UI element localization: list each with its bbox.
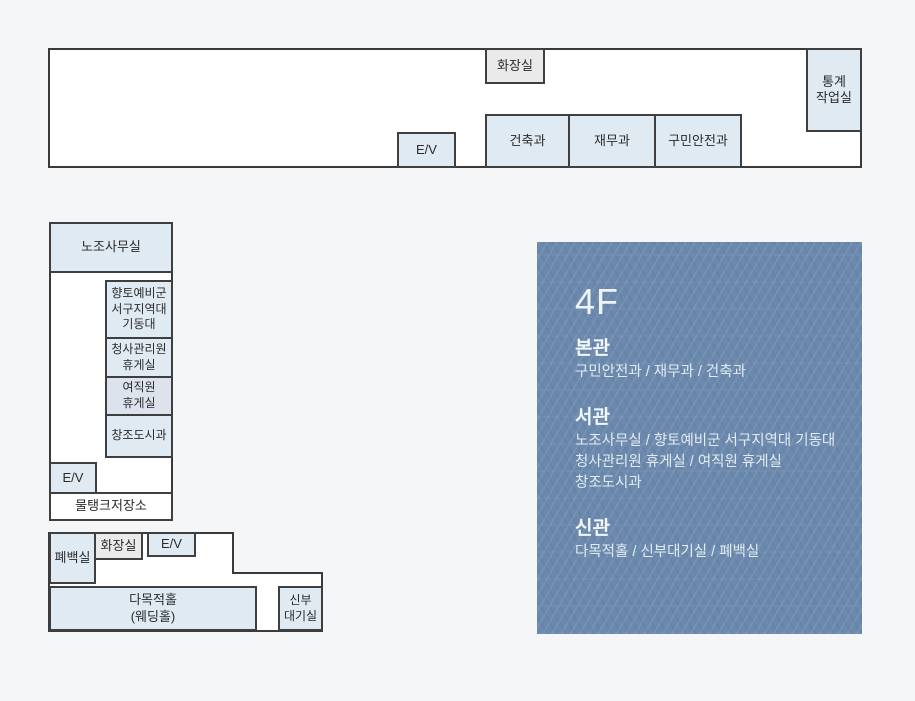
section-title-west-building: 서관 <box>575 407 610 428</box>
section-line-west-building-2: 청사관리원 휴게실 / 여직원 휴게실 <box>575 454 782 470</box>
section-title-new-building: 신관 <box>575 518 610 539</box>
info-panel: 4F 본관 구민안전과 / 재무과 / 건축과 서관 노조사무실 / 향토예비군… <box>537 242 862 634</box>
room-statistics-workroom: 통계 작업실 <box>806 48 862 132</box>
section-line-west-building-3: 창조도시과 <box>575 475 642 491</box>
room-restroom-new: 화장실 <box>94 532 143 560</box>
room-elevator-west: E/V <box>49 462 97 494</box>
room-finance-dept: 재무과 <box>568 114 656 168</box>
room-elevator-main: E/V <box>397 132 456 168</box>
room-label: 다목적홀 (웨딩홀) <box>129 592 177 624</box>
room-label: 향토예비군 서구지역대 기동대 <box>111 286 167 332</box>
room-architecture-dept: 건축과 <box>485 114 570 168</box>
section-line-west-building-1: 노조사무실 / 향토예비군 서구지역대 기동대 <box>575 433 836 449</box>
room-label: 구민안전과 <box>668 132 728 148</box>
room-elevator-new: E/V <box>147 532 196 557</box>
room-creative-city-dept: 창조도시과 <box>105 414 173 458</box>
section-line-new-building: 다목적홀 / 신부대기실 / 폐백실 <box>575 544 760 560</box>
room-safety-dept: 구민안전과 <box>654 114 742 168</box>
room-water-tank: 물탱크저장소 <box>49 492 173 521</box>
room-label: 신부 대기실 <box>283 592 318 623</box>
room-female-staff-lounge: 여직원 휴게실 <box>105 376 173 416</box>
section-title-main-building: 본관 <box>575 338 610 359</box>
room-restroom-main: 화장실 <box>485 48 545 84</box>
room-label: E/V <box>62 469 84 485</box>
room-label: 물탱크저장소 <box>75 498 147 514</box>
room-label: 화장실 <box>100 537 137 553</box>
room-label: E/V <box>161 536 182 552</box>
room-label: 통계 작업실 <box>816 73 852 105</box>
room-label: 건축과 <box>509 132 546 148</box>
room-union-office: 노조사무실 <box>49 222 173 273</box>
room-pyebaek: 폐백실 <box>49 532 96 584</box>
room-label: E/V <box>416 141 437 157</box>
room-label: 화장실 <box>497 57 533 73</box>
room-label: 여직원 휴게실 <box>122 380 156 410</box>
floor-label: 4F <box>575 281 620 322</box>
room-label: 재무과 <box>594 132 630 148</box>
room-label: 창조도시과 <box>111 428 167 443</box>
room-label: 폐백실 <box>54 549 91 565</box>
room-multipurpose-hall: 다목적홀 (웨딩홀) <box>49 586 257 631</box>
section-line-main-building: 구민안전과 / 재무과 / 건축과 <box>575 364 746 380</box>
room-label: 청사관리원 휴게실 <box>111 341 167 372</box>
room-bride-waiting: 신부 대기실 <box>278 586 323 631</box>
room-reserve-forces: 향토예비군 서구지역대 기동대 <box>105 280 173 339</box>
room-custodian-lounge: 청사관리원 휴게실 <box>105 337 173 378</box>
room-label: 노조사무실 <box>81 239 141 255</box>
